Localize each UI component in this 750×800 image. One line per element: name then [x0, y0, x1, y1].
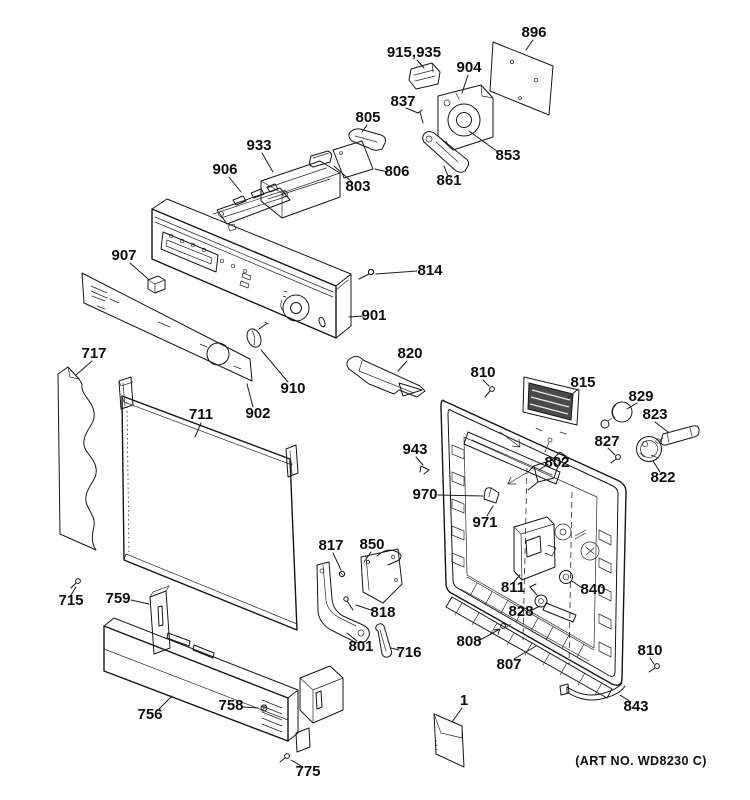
callout-861: 861 — [436, 172, 461, 189]
leader-lines — [70, 39, 669, 768]
part-802-latch — [507, 437, 567, 491]
callout-827: 827 — [594, 433, 619, 450]
callout-807: 807 — [496, 656, 521, 673]
part-904-timer — [437, 84, 494, 151]
part-843-hose — [559, 682, 626, 701]
callout-896: 896 — [521, 24, 546, 41]
callout-802: 802 — [544, 454, 569, 471]
callout-811: 811 — [501, 579, 525, 596]
part-820-handle — [346, 355, 426, 398]
part-915-935-connector — [408, 62, 441, 90]
part-811-dispenser — [513, 516, 557, 581]
callout-828: 828 — [508, 603, 533, 620]
part-818-screw — [343, 596, 354, 611]
callout-907: 907 — [111, 247, 136, 264]
callout-822: 822 — [650, 469, 675, 486]
part-807-trim-strip — [445, 596, 613, 699]
part-896-panel — [489, 41, 554, 116]
callout-711: 711 — [189, 406, 213, 423]
callout-labels: 915,935 896 904 837 805 853 806 861 803 … — [58, 24, 706, 780]
part-758-screw — [260, 704, 268, 712]
art-number-text: (ART NO. WD8230 C) — [575, 754, 707, 768]
part-810-bottom-screw — [648, 663, 660, 673]
part-801-hinge-arm — [316, 561, 370, 644]
part-716-spring — [375, 623, 393, 658]
part-door-detail-discs — [554, 523, 600, 561]
callout-853: 853 — [495, 147, 520, 164]
part-933-escutcheon — [260, 160, 341, 219]
callout-1: 1 — [460, 692, 468, 709]
part-850-bracket — [360, 548, 403, 604]
callout-823: 823 — [642, 406, 667, 423]
callout-902: 902 — [245, 405, 270, 422]
callout-818: 818 — [370, 604, 395, 621]
callout-810-top: 810 — [470, 364, 495, 381]
part-inner-door-assembly — [440, 399, 627, 686]
part-829-knob — [600, 401, 633, 429]
callout-906: 906 — [212, 161, 237, 178]
part-808-screw — [500, 623, 512, 629]
part-907-end-cap — [147, 275, 166, 294]
part-901-control-panel — [151, 198, 352, 339]
part-823-cylinder — [655, 425, 700, 446]
callout-943: 943 — [402, 441, 427, 458]
part-775-screw — [279, 753, 290, 763]
callout-805: 805 — [355, 109, 380, 126]
callout-829: 829 — [628, 388, 653, 405]
callout-806: 806 — [384, 163, 409, 180]
part-756-access-panel — [103, 617, 344, 753]
callout-837: 837 — [390, 93, 415, 110]
part-759-bracket — [149, 585, 171, 655]
callout-840: 840 — [580, 581, 605, 598]
callout-759: 759 — [105, 590, 130, 607]
part-803-spacer — [308, 150, 333, 168]
part-861-bar — [422, 131, 470, 173]
callout-843: 843 — [623, 698, 648, 715]
callout-910: 910 — [280, 380, 305, 397]
callout-717: 717 — [81, 345, 106, 362]
part-828-lever — [529, 583, 577, 623]
callout-915-935: 915,935 — [387, 44, 441, 61]
callout-758: 758 — [218, 697, 243, 714]
part-970-971-wedge — [483, 487, 500, 504]
part-711-outer-door-panel — [118, 376, 299, 631]
part-902-faceplate — [81, 272, 253, 382]
part-906-switch-assembly — [212, 183, 291, 232]
callout-820: 820 — [397, 345, 422, 362]
part-815-vent — [522, 376, 580, 435]
part-827-screw — [610, 454, 621, 464]
callout-970: 970 — [412, 486, 437, 503]
part-810-top-screw — [484, 386, 495, 398]
part-805-bracket — [348, 128, 386, 151]
part-840-cap — [559, 570, 573, 584]
callout-775: 775 — [295, 763, 320, 780]
part-943-clip — [419, 465, 430, 475]
callout-904: 904 — [456, 59, 482, 76]
part-817-screw — [338, 570, 346, 578]
part-822-dial — [636, 436, 662, 462]
part-814-screw — [358, 268, 375, 280]
part-806-plate — [332, 140, 374, 179]
part-1-envelope — [433, 713, 465, 768]
part-910-knob — [246, 321, 269, 348]
callout-901: 901 — [361, 307, 386, 324]
callout-715: 715 — [58, 592, 83, 609]
callout-801: 801 — [348, 638, 373, 655]
callout-850: 850 — [359, 536, 384, 553]
callout-815: 815 — [570, 374, 595, 391]
callout-817: 817 — [318, 537, 343, 554]
callout-808: 808 — [456, 633, 481, 650]
callout-933: 933 — [246, 137, 271, 154]
part-715-screw — [70, 578, 81, 589]
part-837-pin — [417, 109, 424, 124]
callout-803: 803 — [345, 178, 370, 195]
callout-756: 756 — [137, 706, 162, 723]
callout-810-bottom: 810 — [637, 642, 662, 659]
callout-814: 814 — [417, 262, 443, 279]
callout-716: 716 — [396, 644, 421, 661]
part-717-insulation — [57, 366, 97, 551]
callout-971: 971 — [472, 514, 497, 531]
